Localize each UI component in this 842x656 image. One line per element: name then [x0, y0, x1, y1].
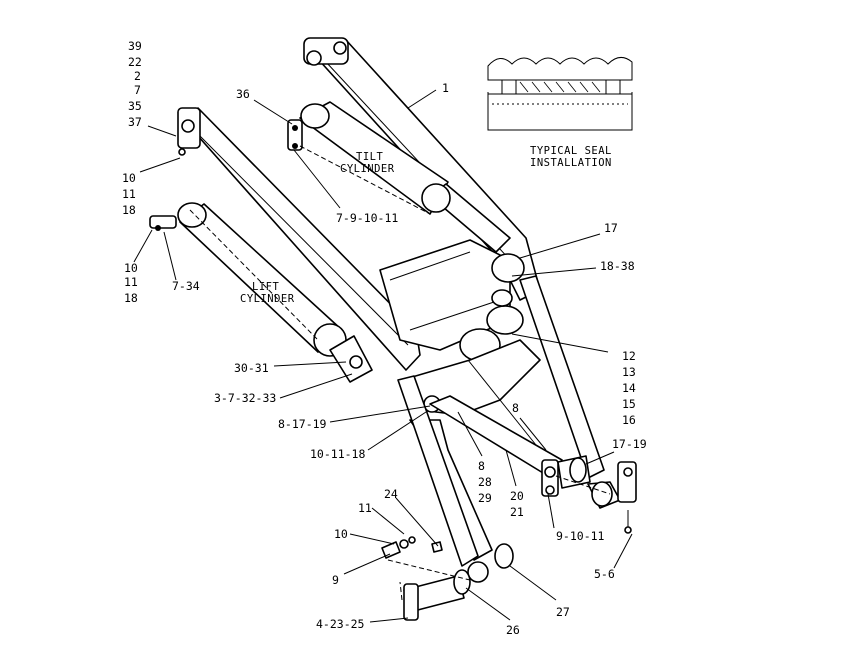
label-5-6: 5-6: [594, 567, 615, 581]
label-16: 16: [622, 413, 636, 427]
label-10-a: 10: [122, 171, 136, 185]
seal-caption-line1: TYPICAL SEAL: [530, 145, 612, 157]
label-24: 24: [384, 487, 398, 501]
label-8-17-19: 8-17-19: [278, 417, 327, 431]
label-10-11-18: 10-11-18: [310, 447, 365, 461]
label-7-34: 7-34: [172, 279, 200, 293]
label-39: 39: [128, 39, 142, 53]
label-37: 37: [128, 115, 142, 129]
label-17: 17: [604, 221, 618, 235]
label-18-b: 18: [124, 291, 138, 305]
label-27: 27: [556, 605, 570, 619]
label-28: 28: [478, 475, 492, 489]
label-30-31: 30-31: [234, 361, 269, 375]
seal-caption-line2: INSTALLATION: [530, 157, 612, 169]
tilt-cylinder-caption-line1: TILT: [356, 151, 383, 163]
label-13: 13: [622, 365, 636, 379]
label-4-23-25: 4-23-25: [316, 617, 364, 631]
lift-cylinder-caption-line1: LIFT: [252, 281, 279, 293]
tilt-cylinder: [287, 101, 511, 253]
part-labels: 1 39 22 2 7 35 37 36 10 11 18 10 11 18 7…: [122, 39, 647, 637]
label-10-c: 10: [334, 527, 348, 541]
label-26: 26: [506, 623, 520, 637]
label-10-b: 10: [124, 261, 138, 275]
label-12: 12: [622, 349, 636, 363]
leader-lines: [133, 89, 633, 623]
label-8-a: 8: [478, 459, 485, 473]
label-2: 2: [134, 69, 141, 83]
label-1: 1: [442, 81, 449, 95]
captions: TILT CYLINDER LIFT CYLINDER TYPICAL SEAL…: [240, 145, 612, 305]
label-20: 20: [510, 489, 524, 503]
label-35: 35: [128, 99, 142, 113]
label-36: 36: [236, 87, 250, 101]
tilt-link: [429, 275, 605, 479]
label-22: 22: [128, 55, 142, 69]
label-29: 29: [478, 491, 492, 505]
label-18-a: 18: [122, 203, 136, 217]
bucket-link: [397, 375, 493, 583]
label-9-10-11: 9-10-11: [556, 529, 605, 543]
lift-cylinder-caption-line2: CYLINDER: [240, 293, 295, 305]
label-17-19: 17-19: [612, 437, 647, 451]
right-pin-assembly: [541, 455, 637, 534]
label-21: 21: [510, 505, 524, 519]
label-7-9-10-11: 7-9-10-11: [336, 211, 398, 225]
tilt-cylinder-caption-line2: CYLINDER: [340, 163, 395, 175]
seal-inset: [487, 57, 633, 131]
label-7: 7: [134, 83, 141, 97]
label-11-c: 11: [358, 501, 372, 515]
label-3-7-32-33: 3-7-32-33: [214, 391, 276, 405]
label-14: 14: [622, 381, 636, 395]
center-lines: [189, 145, 611, 601]
cross-tube: [379, 239, 525, 362]
label-11-a: 11: [122, 187, 136, 201]
lower-pin-assembly: [381, 536, 514, 621]
label-9: 9: [332, 573, 339, 587]
label-8-b: 8: [512, 401, 519, 415]
label-11-b: 11: [124, 275, 138, 289]
label-18-38: 18-38: [600, 259, 635, 273]
label-15: 15: [622, 397, 636, 411]
